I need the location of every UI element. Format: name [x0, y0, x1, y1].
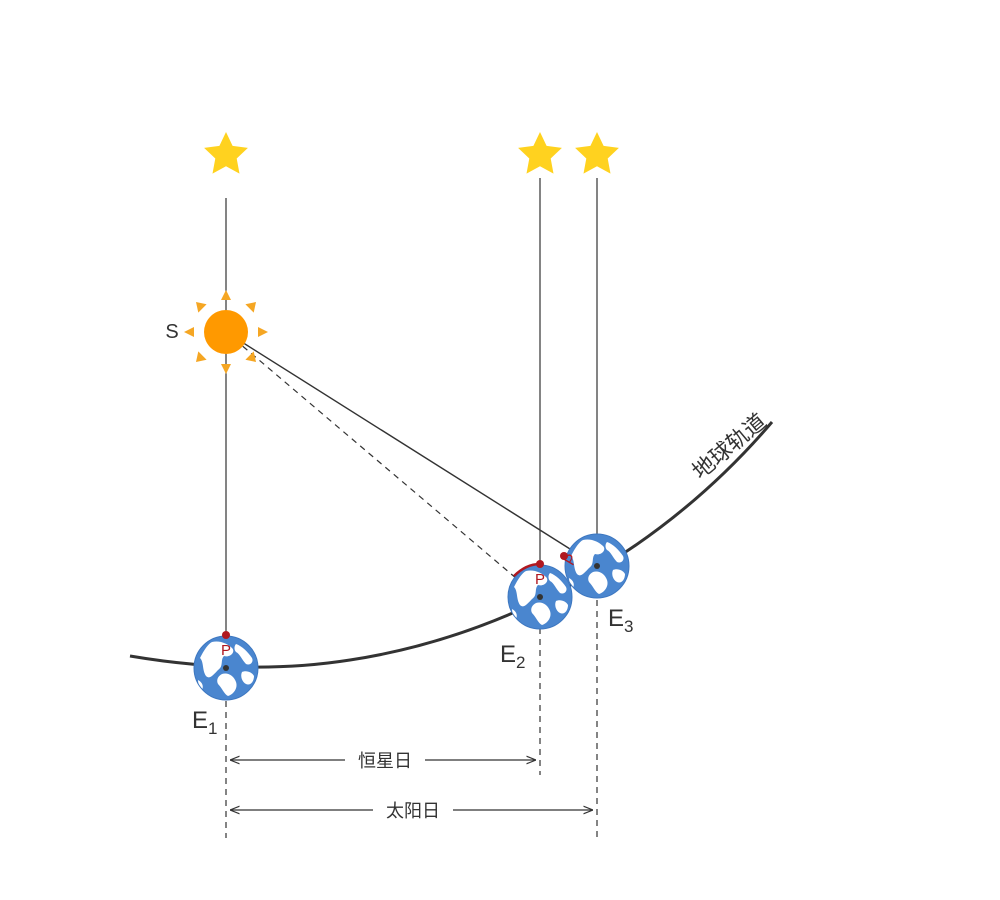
point-p-marker	[222, 631, 230, 639]
earth-center-dot	[223, 665, 229, 671]
point-p-label: P	[535, 571, 545, 588]
earth-label-e2: E2	[500, 641, 525, 672]
solar-day-label: 太阳日	[386, 801, 440, 822]
sun-icon	[184, 290, 268, 374]
earth-center-dot	[594, 563, 600, 569]
sun-to-e3-line	[225, 331, 598, 567]
point-p-marker	[560, 552, 568, 560]
point-p-marker	[536, 560, 544, 568]
star-icon	[204, 132, 248, 174]
point-p-label: P	[221, 642, 231, 659]
earth-label-e3: E3	[608, 605, 633, 636]
star-icon	[575, 132, 619, 174]
sun-to-e2-dashed-line	[225, 331, 531, 591]
earth-label-e1: E1	[192, 707, 217, 738]
sun-label: S	[165, 321, 178, 343]
sidereal-day-label: 恒星日	[358, 751, 412, 772]
earth-center-dot	[537, 594, 543, 600]
orbit-label: 地球轨道	[688, 409, 771, 485]
star-icon	[518, 132, 562, 174]
